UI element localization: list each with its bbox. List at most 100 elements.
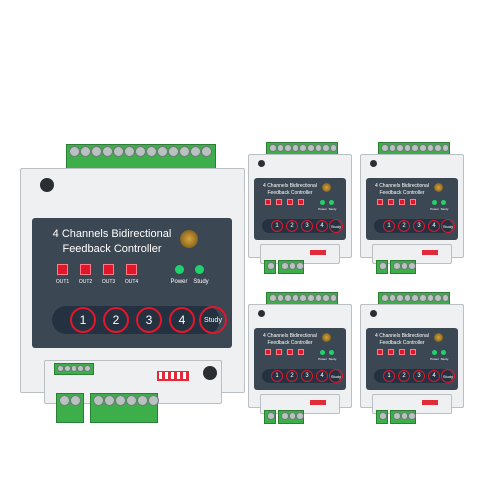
bottom-terminal-1: [56, 393, 84, 423]
bottom-terminal-1: [376, 410, 388, 424]
led-out1: [377, 349, 383, 355]
terminal-screw: [388, 144, 397, 152]
study-label: Study: [328, 357, 337, 361]
button-3[interactable]: 3: [413, 370, 425, 382]
terminal-screw: [288, 412, 297, 420]
button-4[interactable]: 4: [169, 307, 195, 333]
dip-switch: [310, 250, 326, 255]
dip-switch: [422, 400, 438, 405]
bottom-terminal-1: [264, 260, 276, 274]
terminal-screw: [69, 146, 80, 157]
button-1[interactable]: 1: [383, 370, 395, 382]
antenna-connector-icon: [322, 183, 331, 192]
terminal-screw: [408, 412, 416, 420]
terminal-screw: [379, 412, 387, 420]
button-1[interactable]: 1: [383, 220, 395, 232]
terminal-screw: [314, 144, 323, 152]
terminal-screw: [381, 144, 389, 152]
button-2[interactable]: 2: [103, 307, 129, 333]
led-out1: [265, 349, 271, 355]
study-button[interactable]: Study: [441, 369, 455, 383]
led-out1: [265, 199, 271, 205]
led-out4: [410, 199, 416, 205]
button-2[interactable]: 2: [286, 370, 298, 382]
terminal-screw: [296, 412, 304, 420]
study-led: [441, 350, 446, 355]
controller-small-4: 4 Channels Bidirectional Feedback Contro…: [360, 290, 464, 430]
button-1[interactable]: 1: [70, 307, 96, 333]
study-button[interactable]: Study: [329, 219, 343, 233]
button-1[interactable]: 1: [271, 370, 283, 382]
power-label: Power: [430, 357, 439, 361]
bottom-terminal-1: [264, 410, 276, 424]
power-label: Power: [318, 207, 327, 211]
terminal-screw: [322, 144, 330, 152]
terminal-screw: [434, 294, 442, 302]
button-3[interactable]: 3: [136, 307, 162, 333]
led-out2: [388, 349, 394, 355]
terminal-screw: [426, 294, 435, 302]
terminal-screw: [168, 146, 179, 157]
bottom-terminal-2: [390, 410, 416, 424]
title-line1: 4 Channels Bidirectional: [375, 183, 429, 189]
button-3[interactable]: 3: [301, 370, 313, 382]
terminal-screw: [77, 365, 85, 372]
terminal-screw: [146, 146, 157, 157]
led-out4: [298, 199, 304, 205]
button-3[interactable]: 3: [301, 220, 313, 232]
study-label: Study: [440, 207, 449, 211]
power-label: Power: [170, 279, 188, 285]
terminal-screw: [396, 294, 404, 302]
title-line1: 4 Channels Bidirectional: [263, 183, 317, 189]
button-2[interactable]: 2: [398, 220, 410, 232]
front-panel: 4 Channels Bidirectional Feedback Contro…: [366, 328, 458, 390]
title-line2: Feedback Controller: [267, 190, 313, 196]
terminal-screw: [314, 294, 323, 302]
terminal-screw: [102, 146, 113, 157]
bottom-terminal-2: [278, 410, 304, 424]
terminal-screw: [329, 144, 338, 152]
study-label: Study: [440, 357, 449, 361]
terminal-screw: [284, 294, 292, 302]
bottom-terminal-2: [90, 393, 159, 423]
terminal-screw: [269, 144, 277, 152]
terminal-screw: [400, 262, 409, 270]
study-led: [329, 200, 334, 205]
led-out1: [377, 199, 383, 205]
button-4[interactable]: 4: [428, 220, 440, 232]
led-out4: [298, 349, 304, 355]
button-4[interactable]: 4: [316, 220, 328, 232]
terminal-screw: [322, 294, 330, 302]
terminal-screw: [201, 146, 212, 157]
bottom-terminal-2: [278, 260, 304, 274]
study-button[interactable]: Study: [199, 306, 227, 334]
button-2[interactable]: 2: [398, 370, 410, 382]
power-led: [432, 200, 437, 205]
button-1[interactable]: 1: [271, 220, 283, 232]
antenna-connector-icon: [434, 333, 443, 342]
led-out2: [388, 199, 394, 205]
top-terminal-block: [266, 142, 338, 156]
button-2[interactable]: 2: [286, 220, 298, 232]
study-button[interactable]: Study: [329, 369, 343, 383]
terminal-screw: [288, 262, 297, 270]
button-4[interactable]: 4: [428, 370, 440, 382]
terminal-screw: [91, 146, 102, 157]
controller-large: 4 Channels Bidirectional Feedback Contro…: [20, 138, 245, 428]
terminal-screw: [93, 395, 104, 406]
label-out3: OUT3: [101, 279, 116, 285]
mounting-hole-bottom: [203, 366, 217, 380]
antenna-connector-icon: [434, 183, 443, 192]
terminal-screw: [284, 144, 292, 152]
terminal-screw: [276, 144, 285, 152]
study-led: [441, 200, 446, 205]
dip-switch: [422, 250, 438, 255]
controller-small-1: 4 Channels Bidirectional Feedback Contro…: [248, 140, 352, 280]
study-button[interactable]: Study: [441, 219, 455, 233]
button-4[interactable]: 4: [316, 370, 328, 382]
mounting-hole: [258, 310, 265, 317]
terminal-screw: [291, 294, 300, 302]
button-3[interactable]: 3: [413, 220, 425, 232]
dip-switch: [310, 400, 326, 405]
title-line2: Feedback Controller: [62, 243, 162, 255]
